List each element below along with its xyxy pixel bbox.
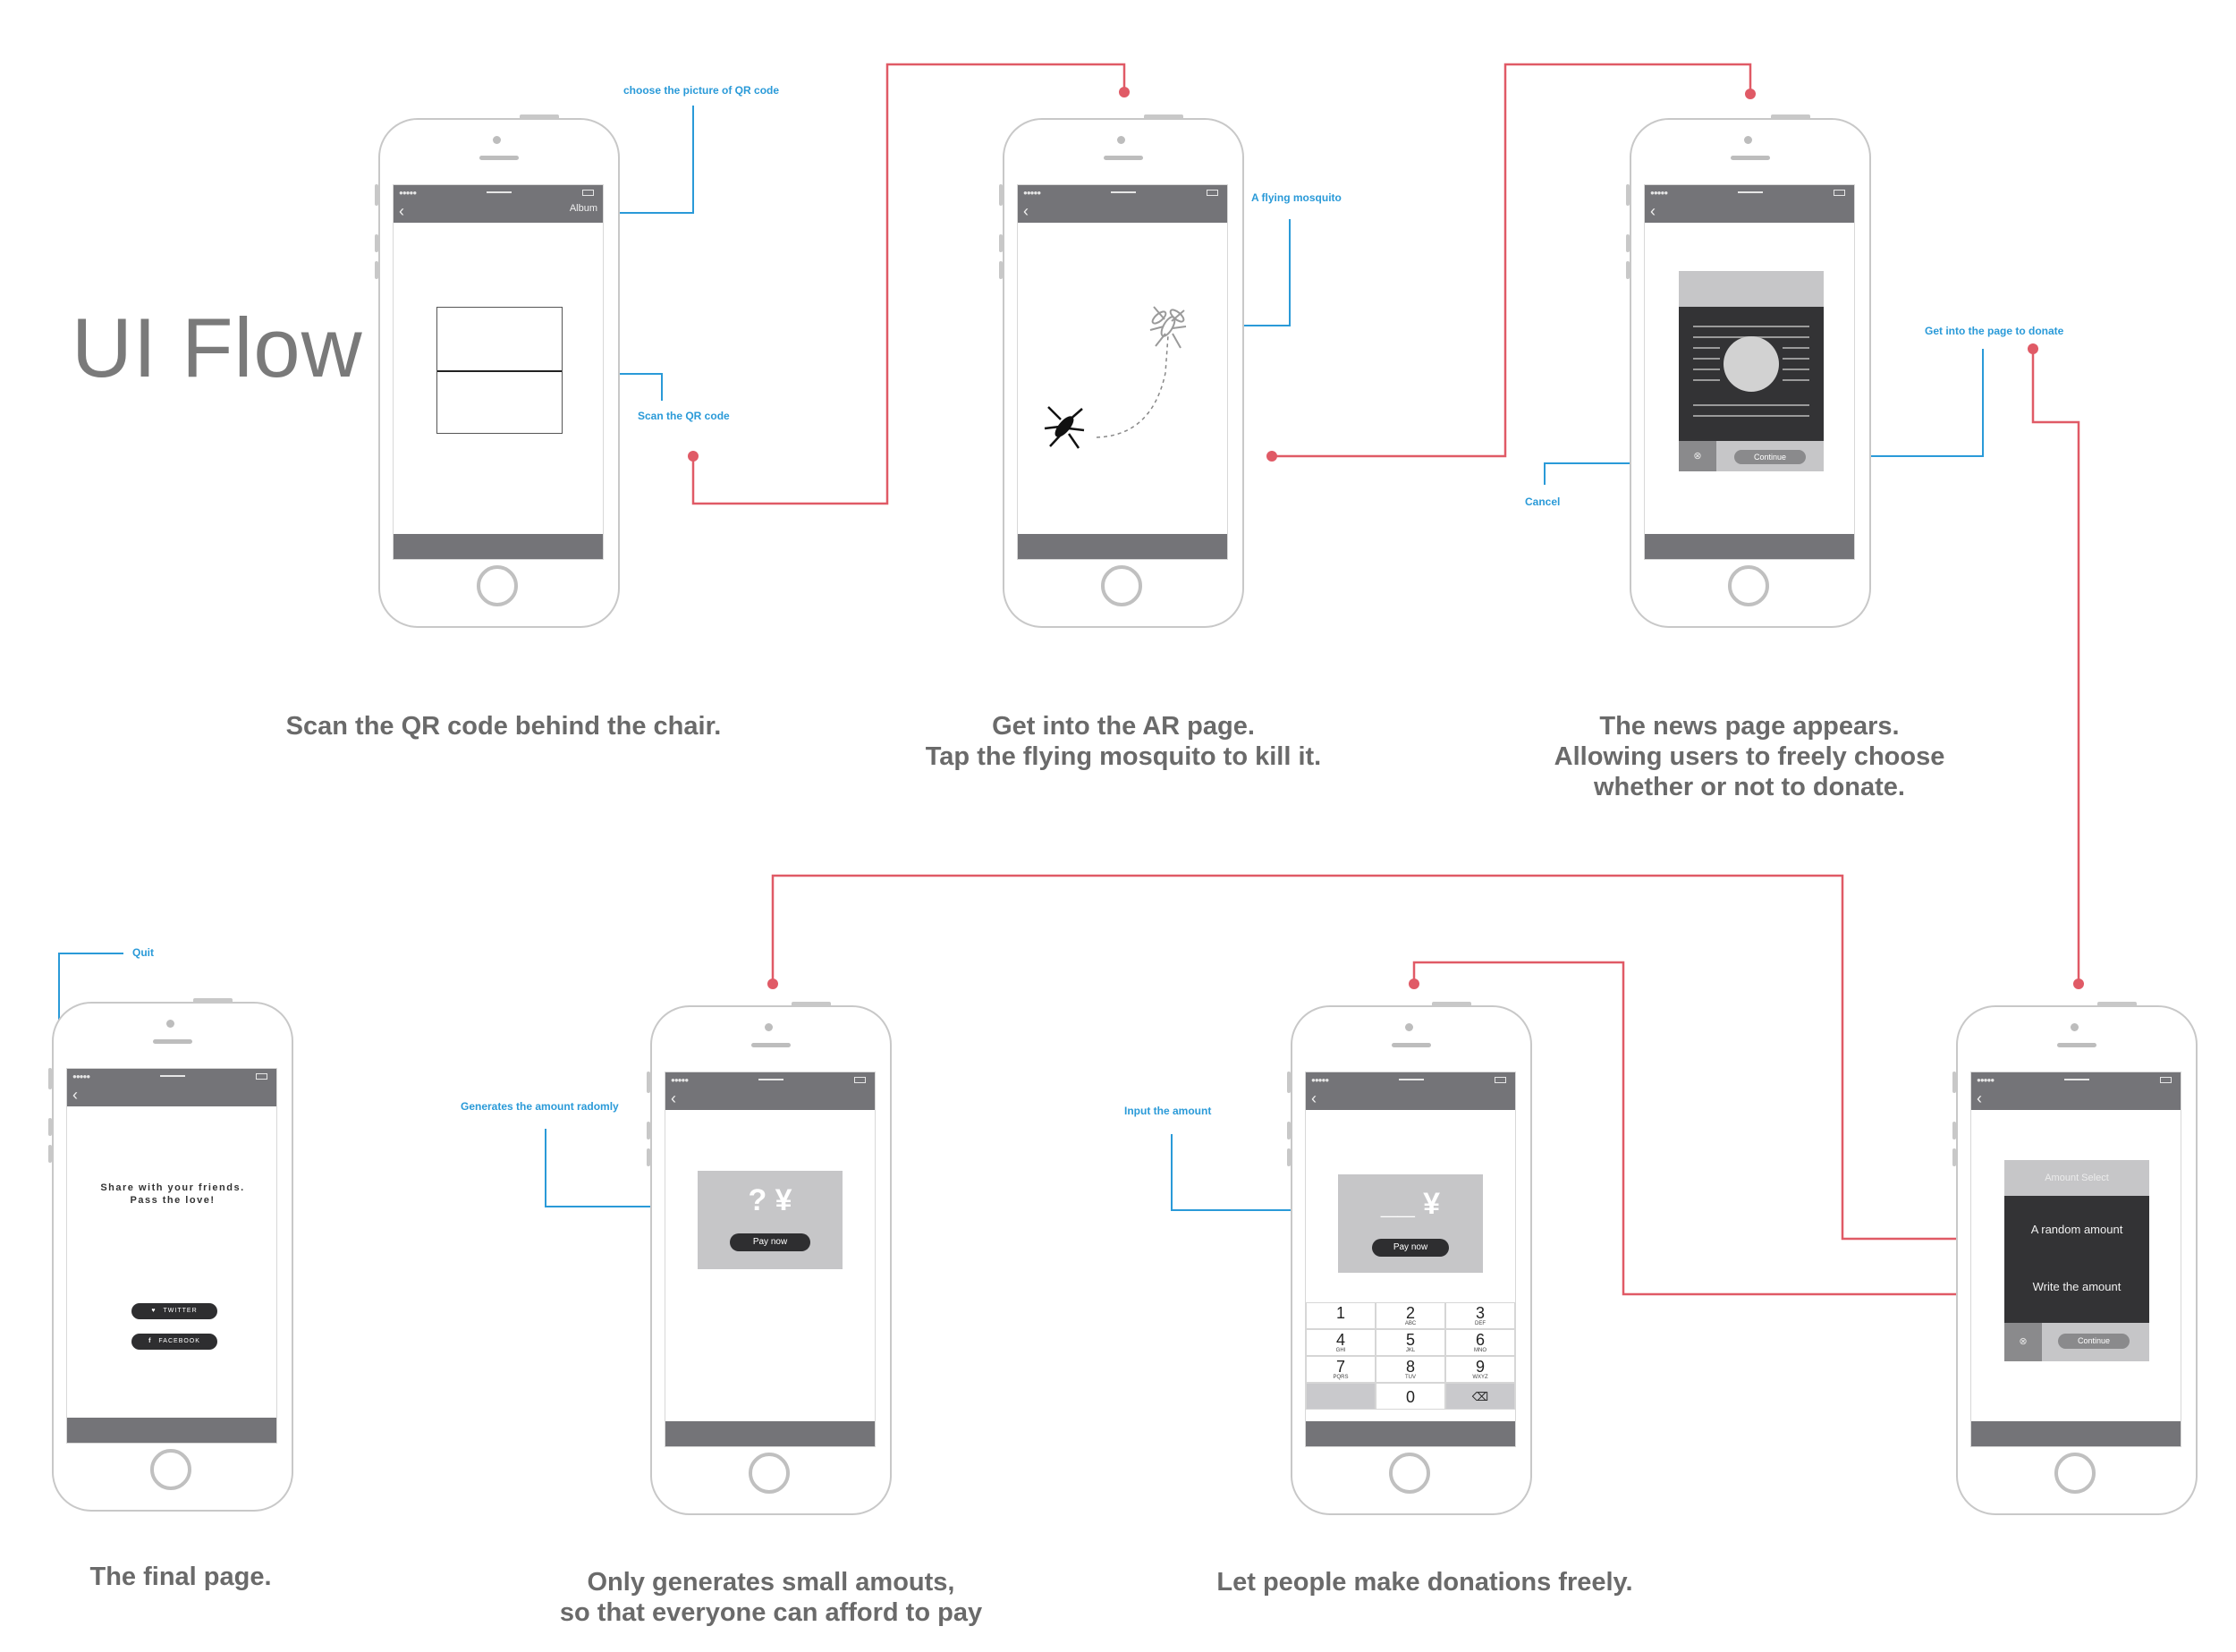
nav-bar: ●●●●● ‹: [1971, 1072, 2181, 1110]
caption-small-amounts: Only generates small amouts, so that eve…: [559, 1568, 983, 1627]
cancel-button[interactable]: ⊗: [1679, 441, 1716, 471]
caption-donate-freely: Let people make donations freely.: [1216, 1568, 1633, 1597]
signal-icon: ●●●●●: [399, 189, 417, 197]
option-random-amount[interactable]: A random amount: [2030, 1223, 2123, 1236]
caption-news-page: The news page appears. Allowing users to…: [1554, 712, 1945, 801]
back-chevron-icon[interactable]: ‹: [1977, 1089, 1982, 1107]
continue-button[interactable]: Continue: [1734, 450, 1806, 464]
screen-random-amount: ●●●●● ‹ ? ¥ Pay now: [665, 1072, 876, 1447]
nav-bar: ●●●●● ‹: [1306, 1072, 1515, 1110]
annotation-quit: Quit: [132, 946, 154, 959]
phone-ar-page: ●●●●● ‹: [999, 114, 1244, 628]
home-button[interactable]: [2054, 1453, 2096, 1494]
news-illustration: [1693, 326, 1809, 417]
nav-bar: ●●●●● ‹ Album: [394, 185, 603, 223]
phone-amount-select: ●●●●● ‹ Amount Select A random amount Wr…: [1952, 1002, 2198, 1515]
delete-key-icon[interactable]: ⌫: [1445, 1383, 1515, 1410]
option-write-amount[interactable]: Write the amount: [2032, 1280, 2122, 1293]
caption-scan-qr: Scan the QR code behind the chair.: [285, 712, 722, 741]
phone-news-page: ●●●●● ‹: [1626, 114, 1871, 628]
speaker-icon: [479, 156, 519, 160]
phone-final-page: ●●●●● ‹ Share with your friends. Pass th…: [48, 998, 293, 1512]
news-dialog: ⊗ Continue: [1679, 271, 1824, 471]
back-chevron-icon[interactable]: ‹: [1650, 202, 1656, 220]
random-amount-display: ? ¥: [748, 1183, 792, 1217]
pay-now-button[interactable]: Pay now: [730, 1233, 810, 1251]
annotation-random: Generates the amount radomly: [461, 1100, 619, 1113]
news-content: [1679, 307, 1824, 441]
annotation-input: Input the amount: [1124, 1105, 1212, 1117]
dialog-title: Amount Select: [2045, 1173, 2109, 1183]
share-message: Share with your friends. Pass the love!: [100, 1182, 245, 1206]
screen-amount-select: ●●●●● ‹ Amount Select A random amount Wr…: [1970, 1072, 2181, 1447]
nav-bar: ●●●●● ‹: [665, 1072, 875, 1110]
back-chevron-icon[interactable]: ‹: [399, 202, 404, 220]
annotation-album: choose the picture of QR code: [623, 84, 780, 97]
caption-ar-page: Get into the AR page. Tap the flying mos…: [925, 712, 1322, 771]
phone-qr-scan: ●●●●● ‹ Album: [375, 114, 620, 628]
diagram-title: UI Flow: [72, 301, 363, 394]
nav-bar: ●●●●● ‹: [1018, 185, 1227, 223]
key-1[interactable]: 1: [1306, 1302, 1376, 1329]
annotation-cancel: Cancel: [1525, 496, 1561, 508]
flying-mosquito-icon[interactable]: [1149, 306, 1187, 349]
screen-news: ●●●●● ‹: [1644, 184, 1855, 560]
dead-mosquito-icon: [1044, 406, 1085, 449]
flow-line-3-5: [2031, 349, 2080, 984]
battery-icon: [582, 190, 594, 196]
screen-final: ●●●●● ‹ Share with your friends. Pass th…: [66, 1068, 277, 1444]
annotation-donate: Get into the page to donate: [1925, 325, 2064, 337]
amount-input[interactable]: __ ¥: [1380, 1187, 1441, 1221]
amount-card: ? ¥ Pay now: [698, 1171, 843, 1269]
screen-qr-scan: ●●●●● ‹ Album: [393, 184, 604, 560]
options-panel: A random amount Write the amount: [2004, 1196, 2149, 1323]
scan-line: [437, 370, 562, 372]
home-button[interactable]: [1101, 565, 1142, 606]
caption-final-page: The final page.: [89, 1563, 272, 1591]
amount-card: __ ¥ Pay now: [1338, 1174, 1483, 1273]
amount-select-dialog: Amount Select A random amount Write the …: [2004, 1160, 2149, 1361]
home-button[interactable]: [477, 565, 518, 606]
home-button[interactable]: [150, 1449, 191, 1490]
key-0[interactable]: 0: [1376, 1383, 1445, 1410]
facebook-icon: f: [148, 1338, 152, 1344]
album-button[interactable]: Album: [569, 203, 597, 214]
cancel-button[interactable]: ⊗: [2004, 1323, 2042, 1361]
phone-random-amount: ●●●●● ‹ ? ¥ Pay now: [647, 1002, 892, 1515]
twitter-button[interactable]: ♥TWITTER: [131, 1303, 217, 1319]
back-chevron-icon[interactable]: ‹: [671, 1089, 676, 1107]
annotation-mosquito: A flying mosquito: [1251, 191, 1342, 204]
camera-icon: [493, 136, 501, 144]
key-blank: [1306, 1383, 1376, 1410]
back-chevron-icon[interactable]: ‹: [1311, 1089, 1317, 1107]
nav-bar: ●●●●● ‹: [1645, 185, 1854, 223]
pay-now-button[interactable]: Pay now: [1372, 1239, 1449, 1257]
twitter-icon: ♥: [151, 1308, 157, 1314]
screen-ar: ●●●●● ‹: [1017, 184, 1228, 560]
home-button[interactable]: [749, 1453, 790, 1494]
quit-chevron-icon[interactable]: ‹: [72, 1086, 78, 1104]
qr-scan-frame: [436, 307, 563, 434]
back-chevron-icon[interactable]: ‹: [1023, 202, 1029, 220]
continue-button[interactable]: Continue: [2058, 1334, 2130, 1349]
home-button[interactable]: [1389, 1453, 1430, 1494]
home-button[interactable]: [1728, 565, 1769, 606]
nav-bar: ●●●●● ‹: [67, 1069, 276, 1106]
annotation-scan: Scan the QR code: [638, 410, 730, 422]
ar-scene: [1044, 306, 1187, 449]
